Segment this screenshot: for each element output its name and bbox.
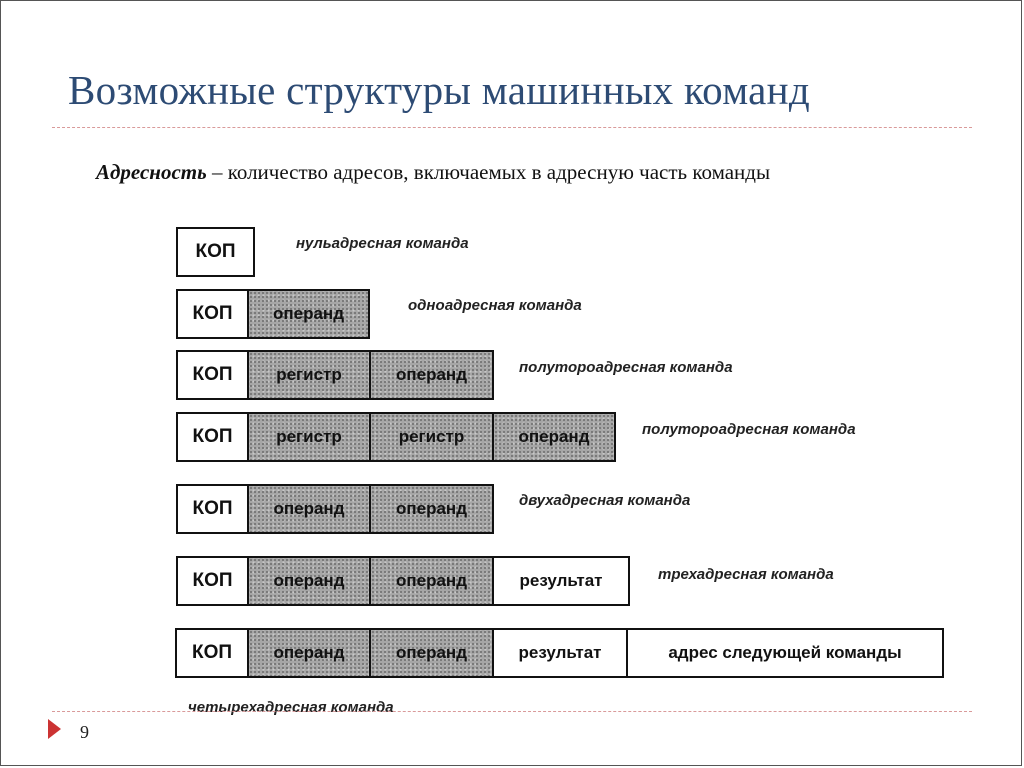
opcode-cell: КОП (176, 227, 255, 277)
format-label: полутороадресная команда (519, 359, 733, 376)
definition-term: Адресность (96, 160, 207, 184)
operand-cell: операнд (247, 484, 371, 534)
format-label: трехадресная команда (658, 566, 834, 583)
instruction-format-one-address: КОП операнд (176, 289, 370, 339)
instruction-format-two-address: КОП операнд операнд (176, 484, 494, 534)
operand-cell: операнд (247, 556, 371, 606)
register-cell: регистр (369, 412, 494, 462)
register-cell: регистр (247, 350, 371, 400)
format-label: полутороадресная команда (642, 421, 856, 438)
slide-title: Возможные структуры машинных команд (68, 67, 811, 113)
operand-cell: операнд (492, 412, 616, 462)
result-cell: результат (492, 556, 630, 606)
operand-cell: операнд (369, 556, 494, 606)
instruction-format-three-address: КОП операнд операнд результат (176, 556, 630, 606)
format-label: четырехадресная команда (188, 699, 394, 716)
instruction-format-one-and-half-address: КОП регистр операнд (176, 350, 494, 400)
operand-cell: операнд (369, 628, 494, 678)
operand-cell: операнд (247, 628, 371, 678)
format-label: нульадресная команда (296, 235, 469, 252)
instruction-format-four-address: КОП операнд операнд результат адрес след… (175, 628, 944, 678)
result-cell: результат (492, 628, 628, 678)
opcode-cell: КОП (176, 556, 249, 606)
instruction-format-one-and-half-address-two-registers: КОП регистр регистр операнд (176, 412, 616, 462)
instruction-format-zero-address: КОП (176, 227, 255, 277)
format-label: двухадресная команда (519, 492, 691, 509)
operand-cell: операнд (369, 350, 494, 400)
definition-text: – количество адресов, включаемых в адрес… (206, 160, 771, 184)
opcode-cell: КОП (175, 628, 249, 678)
title-divider (52, 127, 972, 128)
opcode-cell: КОП (176, 289, 249, 339)
slide-marker-icon (48, 719, 61, 739)
next-address-cell: адрес следующей команды (626, 628, 944, 678)
operand-cell: операнд (247, 289, 370, 339)
opcode-cell: КОП (176, 412, 249, 462)
opcode-cell: КОП (176, 350, 249, 400)
definition-paragraph: Адресность – количество адресов, включае… (96, 158, 936, 186)
opcode-cell: КОП (176, 484, 249, 534)
operand-cell: операнд (369, 484, 494, 534)
footer-divider (52, 711, 972, 712)
format-label: одноадресная команда (408, 297, 582, 314)
page-number: 9 (80, 722, 89, 742)
register-cell: регистр (247, 412, 371, 462)
